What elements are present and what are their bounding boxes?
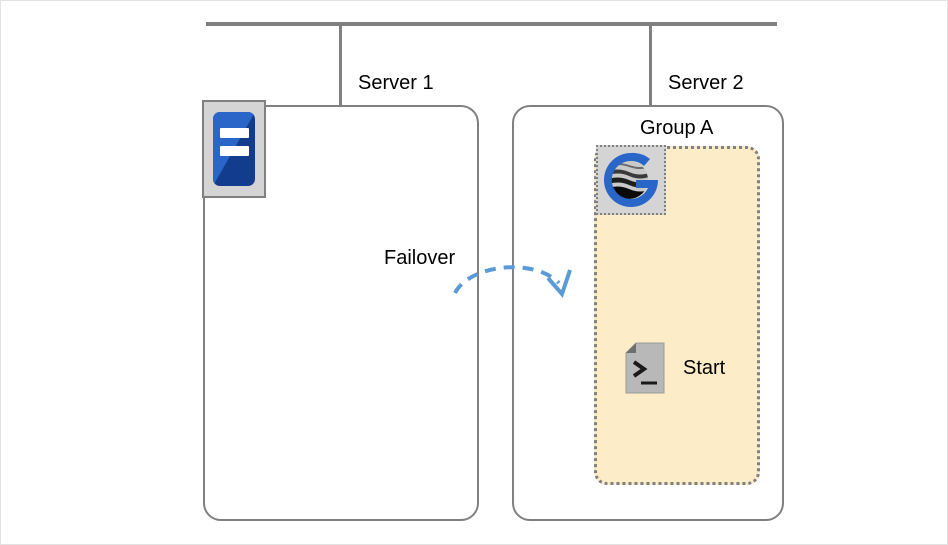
g-globe-icon[interactable] [596, 145, 666, 215]
server-tile-icon-bar-bottom [220, 146, 249, 156]
server-2-label: Server 2 [668, 72, 744, 94]
network-drop-line-server-1 [339, 24, 342, 106]
group-a-label: Group A [640, 117, 714, 139]
failover-arrow-icon [441, 251, 586, 311]
group-a-box[interactable] [594, 146, 760, 485]
server-1-label: Server 1 [358, 72, 434, 94]
server-2-box[interactable] [512, 105, 784, 521]
failover-label: Failover [384, 247, 456, 269]
network-bus-line [206, 22, 777, 26]
server-tile-icon-bar-top [220, 128, 249, 138]
resource-start-label: Start [683, 357, 726, 379]
server-tile-icon-body [213, 112, 255, 186]
server-tile-icon[interactable] [202, 100, 266, 198]
resource-start-script[interactable]: Start [625, 342, 725, 394]
server-1-box[interactable] [203, 105, 479, 521]
network-drop-line-server-2 [649, 24, 652, 106]
script-icon [625, 342, 665, 394]
